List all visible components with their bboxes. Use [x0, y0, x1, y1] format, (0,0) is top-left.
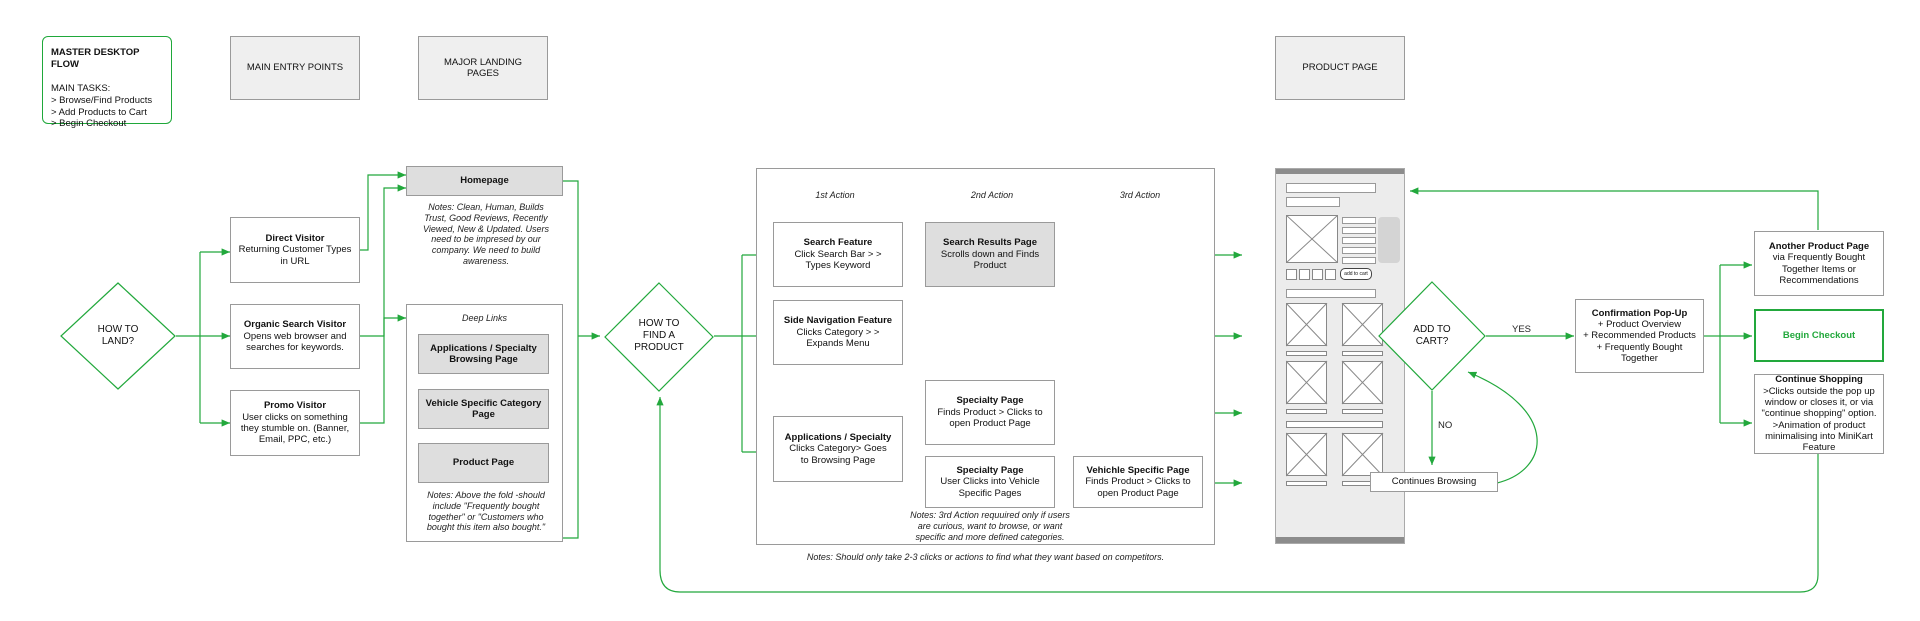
header-entry-points: MAIN ENTRY POINTS — [230, 36, 360, 100]
landing-product-page: Product Page — [418, 443, 549, 483]
legend-tasks-header: MAIN TASKS: — [51, 82, 111, 94]
decision-how-to-find-label: HOW TO FIND A PRODUCT — [634, 318, 684, 353]
header-landing-pages: MAJOR LANDING PAGES — [418, 36, 548, 100]
decision-add-to-cart — [1378, 281, 1486, 391]
legend-task: > Begin Checkout — [51, 118, 127, 130]
legend-title: MASTER DESKTOP FLOW — [51, 47, 140, 70]
decision-how-to-land — [60, 282, 176, 390]
landing-applications-browsing: Applications / Specialty Browsing Page — [418, 334, 549, 374]
find-product-bottom-notes: Notes: Should only take 2-3 clicks or ac… — [806, 552, 1165, 562]
legend-task: > Add Products to Cart — [51, 106, 147, 118]
continue-shopping: Continue Shopping>Clicks outside the pop… — [1754, 374, 1884, 454]
header-product-page: PRODUCT PAGE — [1275, 36, 1405, 100]
yes-label: YES — [1512, 324, 1532, 335]
third-action-notes: Notes: 3rd Action requuired only if user… — [910, 510, 1070, 542]
decision-add-to-cart-label: ADD TO CART? — [1413, 324, 1451, 347]
legend-box: MASTER DESKTOP FLOW MAIN TASKS: > Browse… — [42, 36, 172, 129]
action-1-label: 1st Action — [815, 190, 855, 200]
no-label: NO — [1438, 420, 1453, 431]
homepage-notes: Notes: Clean, Human, Builds Trust, Good … — [423, 202, 549, 266]
action-2-label: 2nd Action — [970, 190, 1014, 200]
deep-links-notes: Notes: Above the fold -should include "F… — [426, 490, 546, 533]
begin-checkout-button[interactable]: Begin Checkout — [1754, 309, 1884, 362]
add-to-cart-button: add to cart — [1340, 268, 1372, 280]
deep-links-label: Deep Links — [461, 313, 508, 323]
decision-how-to-find — [604, 282, 714, 392]
continues-browsing: Continues Browsing — [1370, 472, 1498, 492]
decision-how-to-land-label: HOW TO LAND? — [97, 324, 139, 347]
action-3-label: 3rd Action — [1119, 190, 1161, 200]
landing-vehicle-category: Vehicle Specific Category Page — [418, 389, 549, 429]
confirmation-popup: Confirmation Pop-Up + Product Overview +… — [1575, 299, 1704, 373]
legend-task: > Browse/Find Products — [51, 94, 153, 106]
landing-homepage: Homepage — [406, 166, 563, 196]
